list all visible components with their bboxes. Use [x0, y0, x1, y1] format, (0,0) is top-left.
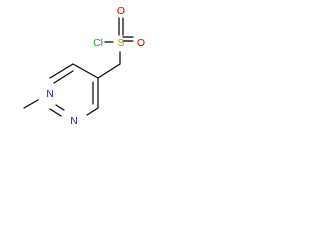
- bonds: [23, 36, 134, 117]
- nitrogen-upper-atom-label: N: [46, 88, 54, 100]
- bond-c2-methyl: [23, 99, 39, 109]
- bond-n3-c4: [49, 63, 74, 79]
- sulfur-atom-label: S: [117, 37, 124, 49]
- bond-ring-ch2: [97, 63, 121, 79]
- oxygen-top-atom-label: O: [117, 5, 125, 17]
- bond-n3-c4-inner: [53, 70, 74, 84]
- bond-c6-n1: [86, 107, 99, 116]
- structure-canvas: Cl S O O N N: [0, 0, 161, 137]
- bond-c4-c5: [72, 63, 99, 79]
- oxygen-right-atom-label: O: [137, 37, 145, 49]
- molecule-structure: Cl S O O N N: [23, 5, 145, 127]
- bond-n1-c2-inner: [55, 104, 65, 111]
- nitrogen-lower-atom-label: N: [70, 115, 78, 127]
- bond-n1-c2: [49, 108, 62, 117]
- bond-s-o-second: [118, 17, 124, 36]
- chlorine-atom-label: Cl: [93, 37, 103, 49]
